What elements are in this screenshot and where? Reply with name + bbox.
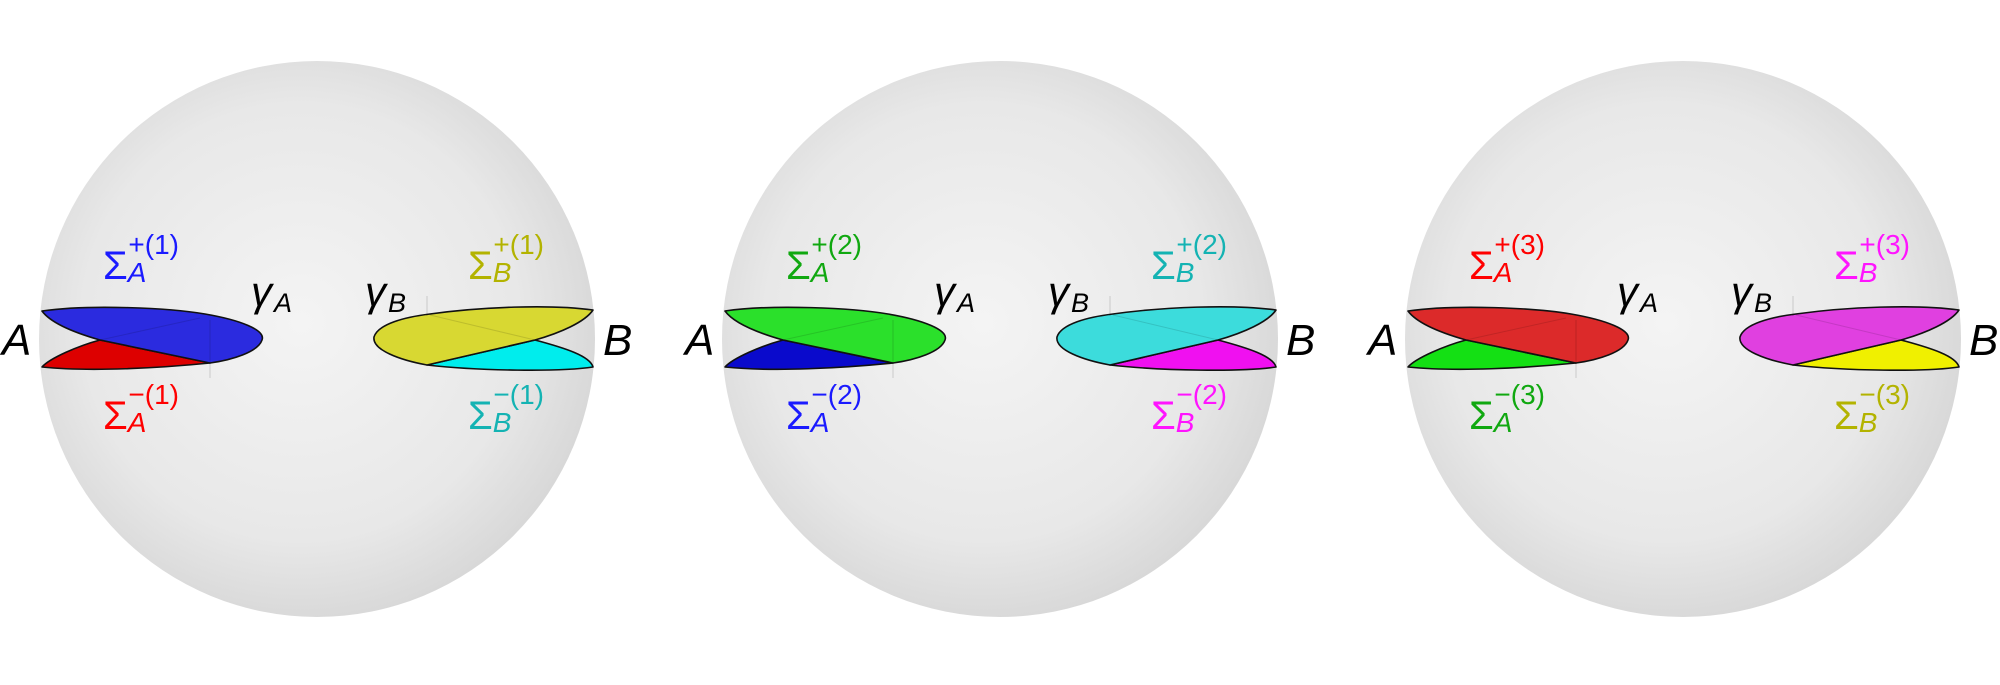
sheet-sigma-B-plus bbox=[373, 305, 594, 366]
sheet-sigma-B-minus bbox=[1109, 339, 1277, 371]
sheet-sigma-A-plus bbox=[724, 306, 947, 364]
gamma-A-label: γA bbox=[934, 268, 975, 318]
point-A-label: A bbox=[682, 316, 714, 365]
sigma-B-plus-label: ΣB+(3) bbox=[1834, 229, 1910, 288]
sigma-A-plus-label: ΣA+(3) bbox=[1469, 229, 1545, 288]
sigma-A-plus-label: ΣA+(1) bbox=[103, 229, 179, 288]
panel-1: A B γA γB ΣA+(1) ΣA−(1) ΣB+(1) ΣB−(1) bbox=[0, 61, 632, 617]
sheet-sigma-A-plus bbox=[41, 306, 264, 364]
sheet-sigma-B-plus bbox=[1056, 305, 1277, 366]
point-A-label: A bbox=[0, 316, 31, 365]
gamma-A-label: γA bbox=[251, 268, 292, 318]
panel-2: A B γA γB ΣA+(2) ΣA−(2) ΣB+(2) ΣB−(2) bbox=[682, 61, 1315, 617]
gamma-B-label: γB bbox=[1048, 268, 1089, 318]
sphere bbox=[722, 61, 1278, 617]
gamma-B-label: γB bbox=[365, 268, 406, 318]
gamma-B-label: γB bbox=[1731, 268, 1772, 318]
sigma-A-plus-label: ΣA+(2) bbox=[786, 229, 862, 288]
sigma-A-minus-label: ΣA−(3) bbox=[1469, 379, 1545, 438]
sigma-B-plus-label: ΣB+(2) bbox=[1151, 229, 1227, 288]
point-B-label: B bbox=[1286, 316, 1315, 365]
point-A-label: A bbox=[1365, 316, 1397, 365]
sigma-A-minus-label: ΣA−(2) bbox=[786, 379, 862, 438]
sheet-sigma-A-minus bbox=[724, 339, 894, 371]
sheet-sigma-B-plus bbox=[1739, 305, 1960, 366]
sheet-sigma-A-plus bbox=[1407, 306, 1630, 364]
gamma-A-label: γA bbox=[1617, 268, 1658, 318]
sigma-B-minus-label: ΣB−(3) bbox=[1834, 379, 1910, 438]
sigma-B-minus-label: ΣB−(2) bbox=[1151, 379, 1227, 438]
sigma-B-minus-label: ΣB−(1) bbox=[468, 379, 544, 438]
sheet-sigma-B-minus bbox=[1792, 339, 1960, 371]
point-B-label: B bbox=[1969, 316, 1998, 365]
panel-3: A B γA γB ΣA+(3) ΣA−(3) ΣB+(3) ΣB−(3) bbox=[1365, 61, 1998, 617]
sheet-sigma-B-minus bbox=[426, 339, 594, 371]
sigma-A-minus-label: ΣA−(1) bbox=[103, 379, 179, 438]
sphere bbox=[1405, 61, 1961, 617]
sphere bbox=[39, 61, 595, 617]
sigma-B-plus-label: ΣB+(1) bbox=[468, 229, 544, 288]
point-B-label: B bbox=[603, 316, 632, 365]
sheet-sigma-A-minus bbox=[41, 339, 211, 371]
sheet-sigma-A-minus bbox=[1407, 339, 1577, 371]
